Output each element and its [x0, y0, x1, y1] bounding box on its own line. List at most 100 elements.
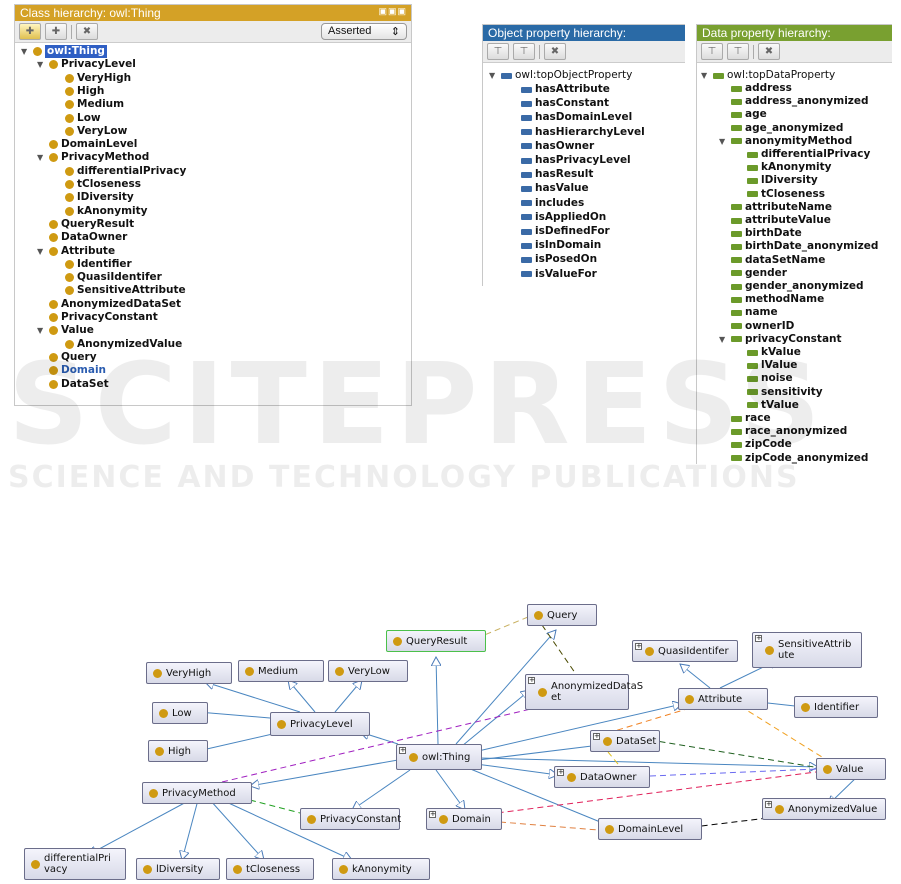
data-property-gender-anonymized[interactable]: gender_anonymized	[719, 280, 864, 293]
expand-triangle-icon[interactable]: ▼	[719, 136, 726, 146]
expand-triangle-icon[interactable]: ▼	[37, 326, 44, 336]
data-property-ownerid[interactable]: ownerID	[719, 320, 794, 333]
graph-node-tcloseness[interactable]: tCloseness	[226, 858, 314, 880]
expand-plus-icon[interactable]: +	[765, 800, 772, 808]
object-root-node[interactable]: ▼owl:topObjectProperty	[489, 69, 632, 82]
class-node-quasiidentifer[interactable]: QuasiIdentifer	[53, 271, 162, 284]
expand-triangle-icon[interactable]: ▼	[489, 71, 496, 80]
data-property-tcloseness[interactable]: tCloseness	[735, 188, 825, 201]
graph-node-queryresult[interactable]: QueryResult	[386, 630, 486, 652]
data-property-race-anonymized[interactable]: race_anonymized	[719, 425, 847, 438]
class-node-query[interactable]: Query	[37, 351, 97, 364]
graph-node-sensitiveattribute[interactable]: +SensitiveAttrib ute	[752, 632, 862, 668]
add-sibling-property-button[interactable]: ⊤	[513, 43, 535, 60]
graph-node-dataset[interactable]: +DataSet	[590, 730, 660, 752]
class-node-anonymizeddataset[interactable]: AnonymizedDataSet	[37, 298, 181, 311]
class-node-anonymizedvalue[interactable]: AnonymizedValue	[53, 338, 182, 351]
expand-triangle-icon[interactable]: ▼	[37, 246, 44, 256]
class-node-tcloseness[interactable]: tCloseness	[53, 178, 141, 191]
graph-node-ldiversity[interactable]: lDiversity	[136, 858, 220, 880]
expand-plus-icon[interactable]: +	[593, 732, 600, 740]
data-property-noise[interactable]: noise	[735, 372, 793, 385]
graph-node-query[interactable]: Query	[527, 604, 597, 626]
hierarchy-mode-select[interactable]: Asserted ⇕	[321, 23, 407, 40]
data-property-zipcode-anonymized[interactable]: zipCode_anonymized	[719, 452, 868, 465]
data-property-address[interactable]: address	[719, 82, 792, 95]
expand-triangle-icon[interactable]: ▼	[21, 47, 28, 56]
data-property-birthdate[interactable]: birthDate	[719, 227, 802, 240]
expand-triangle-icon[interactable]: ▼	[37, 153, 44, 163]
graph-node-verylow[interactable]: VeryLow	[328, 660, 408, 682]
class-node-privacylevel[interactable]: ▼PrivacyLevel	[37, 58, 136, 71]
graph-node-high[interactable]: High	[148, 740, 208, 762]
add-sibling-button[interactable]: ✚	[45, 23, 67, 40]
class-node-value[interactable]: ▼Value	[37, 324, 94, 337]
object-property-isdefinedfor[interactable]: isDefinedFor	[521, 225, 610, 238]
class-node-high[interactable]: High	[53, 85, 104, 98]
class-node-ldiversity[interactable]: lDiversity	[53, 191, 134, 204]
data-property-anonymitymethod[interactable]: ▼anonymityMethod	[719, 135, 852, 148]
graph-node-low[interactable]: Low	[152, 702, 208, 724]
data-property-datasetname[interactable]: dataSetName	[719, 254, 825, 267]
class-node-medium[interactable]: Medium	[53, 98, 124, 111]
object-property-isappliedon[interactable]: isAppliedOn	[521, 211, 606, 224]
graph-node-identifier[interactable]: Identifier	[794, 696, 878, 718]
class-node-attribute[interactable]: ▼Attribute	[37, 245, 115, 258]
expand-triangle-icon[interactable]: ▼	[37, 60, 44, 70]
data-property-zipcode[interactable]: zipCode	[719, 438, 792, 451]
class-node-domain[interactable]: Domain	[37, 364, 106, 377]
graph-node-veryhigh[interactable]: VeryHigh	[146, 662, 232, 684]
object-property-includes[interactable]: includes	[521, 197, 584, 210]
object-property-hasvalue[interactable]: hasValue	[521, 182, 589, 195]
class-node-low[interactable]: Low	[53, 112, 101, 125]
expand-triangle-icon[interactable]: ▼	[719, 334, 726, 344]
class-node-veryhigh[interactable]: VeryHigh	[53, 72, 131, 85]
object-property-isposedon[interactable]: isPosedOn	[521, 253, 597, 266]
data-property-ldiversity[interactable]: lDiversity	[735, 174, 818, 187]
data-property-differentialprivacy[interactable]: differentialPrivacy	[735, 148, 870, 161]
data-property-kanonymity[interactable]: kAnonymity	[735, 161, 832, 174]
graph-node-privacylevel[interactable]: PrivacyLevel	[270, 712, 370, 736]
delete-class-button[interactable]: ✖	[76, 23, 98, 40]
add-data-subproperty-button[interactable]: ⊤	[701, 43, 723, 60]
data-property-age-anonymized[interactable]: age_anonymized	[719, 122, 843, 135]
expand-plus-icon[interactable]: +	[528, 676, 535, 684]
class-node-dataowner[interactable]: DataOwner	[37, 231, 127, 244]
graph-node-kanonymity[interactable]: kAnonymity	[332, 858, 430, 880]
data-property-privacyconstant[interactable]: ▼privacyConstant	[719, 333, 842, 346]
data-property-methodname[interactable]: methodName	[719, 293, 824, 306]
expand-plus-icon[interactable]: +	[635, 642, 642, 650]
class-node-differentialprivacy[interactable]: differentialPrivacy	[53, 165, 186, 178]
graph-node-owlthing[interactable]: +owl:Thing	[396, 744, 482, 770]
graph-node-attribute[interactable]: Attribute	[678, 688, 768, 710]
object-property-hasresult[interactable]: hasResult	[521, 168, 593, 181]
graph-node-anonymizedvalue[interactable]: +AnonymizedValue	[762, 798, 886, 820]
class-node-sensitiveattribute[interactable]: SensitiveAttribute	[53, 284, 186, 297]
graph-node-differentialprivacy[interactable]: differentialPri vacy	[24, 848, 126, 880]
object-property-hasattribute[interactable]: hasAttribute	[521, 83, 610, 96]
data-property-attributevalue[interactable]: attributeValue	[719, 214, 831, 227]
class-node-owl-thing[interactable]: ▼owl:Thing	[21, 45, 107, 58]
graph-node-dataowner[interactable]: +DataOwner	[554, 766, 650, 788]
class-node-kanonymity[interactable]: kAnonymity	[53, 205, 148, 218]
add-subclass-button[interactable]: ✚	[19, 23, 41, 40]
graph-node-anonymizeddataset[interactable]: +AnonymizedDataS et	[525, 674, 643, 710]
class-node-queryresult[interactable]: QueryResult	[37, 218, 134, 231]
data-property-age[interactable]: age	[719, 108, 767, 121]
object-property-isvaluefor[interactable]: isValueFor	[521, 268, 597, 281]
delete-data-property-button[interactable]: ✖	[758, 43, 780, 60]
expand-plus-icon[interactable]: +	[429, 810, 436, 818]
data-property-gender[interactable]: gender	[719, 267, 787, 280]
graph-node-domain[interactable]: +Domain	[426, 808, 502, 830]
class-node-verylow[interactable]: VeryLow	[53, 125, 127, 138]
graph-node-quasiidentifer[interactable]: +QuasiIdentifer	[632, 640, 738, 662]
class-node-dataset[interactable]: DataSet	[37, 378, 109, 391]
object-property-hasconstant[interactable]: hasConstant	[521, 97, 609, 110]
data-property-sensitivity[interactable]: sensitivity	[735, 386, 823, 399]
graph-node-value[interactable]: Value	[816, 758, 886, 780]
expand-plus-icon[interactable]: +	[399, 746, 406, 754]
panel-window-controls-icon[interactable]: ▣▣▣	[378, 6, 407, 16]
class-node-privacyconstant[interactable]: PrivacyConstant	[37, 311, 158, 324]
data-property-birthdate-anonymized[interactable]: birthDate_anonymized	[719, 240, 878, 253]
object-property-hasdomainlevel[interactable]: hasDomainLevel	[521, 111, 632, 124]
